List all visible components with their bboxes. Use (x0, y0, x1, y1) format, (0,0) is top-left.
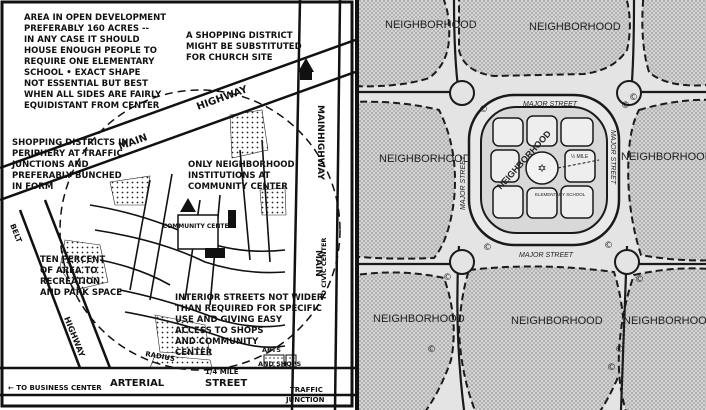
right-main-lower-label: MAIN (313, 250, 323, 277)
svg-text:©: © (629, 93, 638, 103)
svg-text:RECREATION: RECREATION (40, 277, 100, 287)
neighborhood-label-sw: NEIGHBORHOOD (373, 313, 465, 325)
neighborhood-label-se: NEIGHBORHOOD (623, 315, 706, 327)
svg-text:SHOPPING DISTRICTS IN: SHOPPING DISTRICTS IN (12, 138, 128, 148)
radius-circle (59, 89, 341, 371)
svg-text:THAN REQUIRED FOR SPECIFIC: THAN REQUIRED FOR SPECIFIC (175, 304, 322, 314)
street-label: STREET (205, 378, 247, 389)
apartments-block (263, 354, 297, 368)
neighborhood-label-w: NEIGHBORHOOD (379, 153, 471, 165)
neighborhood-label-s: NEIGHBORHOOD (511, 315, 603, 327)
svg-text:A SHOPPING DISTRICT: A SHOPPING DISTRICT (186, 31, 293, 41)
major-street-left-label: MAJOR STREET (460, 155, 467, 210)
map-divider (355, 0, 359, 410)
school-icon: ✡ (537, 162, 546, 175)
svg-text:TEN PERCENT: TEN PERCENT (40, 255, 105, 265)
note-shopping-periphery: SHOPPING DISTRICTS IN PERIPHERY AT TRAFF… (11, 138, 128, 192)
note-institutions: ONLY NEIGHBORHOOD INSTITUTIONS AT COMMUN… (188, 160, 295, 192)
note-interior-streets: INTERIOR STREETS NOT WIDER THAN REQUIRED… (175, 293, 324, 358)
neighborhood-blocks (359, 0, 706, 410)
svg-text:©: © (604, 241, 613, 251)
svg-text:WHEN ALL SIDES ARE FAIRLY: WHEN ALL SIDES ARE FAIRLY (24, 90, 162, 100)
svg-text:JUNCTION: JUNCTION (285, 396, 325, 404)
svg-text:©: © (427, 345, 436, 355)
svg-text:CENTER: CENTER (175, 348, 213, 358)
church-icon (298, 58, 314, 80)
svg-text:PERIPHERY AT TRAFFIC: PERIPHERY AT TRAFFIC (12, 149, 123, 159)
note-shopping-church: A SHOPPING DISTRICT MIGHT BE SUBSTITUTED… (186, 31, 302, 63)
svg-text:©: © (479, 105, 488, 115)
svg-text:REQUIRE ONE ELEMENTARY: REQUIRE ONE ELEMENTARY (24, 57, 155, 67)
svg-text:AND PARK SPACE: AND PARK SPACE (40, 288, 122, 298)
neighborhood-labels: NEIGHBORHOOD NEIGHBORHOOD NEIGHBORHOOD N… (373, 19, 706, 327)
neighborhood-label-nw: NEIGHBORHOOD (385, 19, 477, 31)
business-center-label: ← TO BUSINESS CENTER (8, 384, 102, 392)
svg-text:©: © (483, 243, 492, 253)
major-street-top-label: MAJOR STREET (523, 101, 578, 108)
park-areas (59, 109, 287, 369)
svg-text:NOT ESSENTIAL BUT BEST: NOT ESSENTIAL BUT BEST (24, 79, 148, 89)
main-highway (0, 38, 355, 202)
quarter-mile-label: 1/4 MILE (205, 368, 239, 376)
svg-text:FOR CHURCH SITE: FOR CHURCH SITE (186, 53, 273, 63)
svg-text:HOUSE ENOUGH PEOPLE TO: HOUSE ENOUGH PEOPLE TO (24, 46, 157, 56)
community-center-block: COMMUNITY CENTER (163, 198, 236, 258)
community-center-label: COMMUNITY CENTER (163, 223, 234, 230)
svg-text:INSTITUTIONS AT: INSTITUTIONS AT (188, 171, 270, 181)
svg-text:AREA IN OPEN DEVELOPMENT: AREA IN OPEN DEVELOPMENT (24, 13, 166, 23)
half-mile-label: ½ MILE (571, 153, 589, 160)
apts-label: APTS (262, 346, 281, 354)
right-highway-label: HIGHWAY (315, 132, 325, 180)
apts-shops-label: AND SHOPS (258, 360, 302, 368)
traffic-circles (449, 80, 642, 275)
left-neighborhood-plan: COMMUNITY CENTER AREA IN OPEN DEVELOPMEN… (0, 0, 355, 410)
note-recreation: TEN PERCENT OF AREA TO RECREATION AND PA… (40, 255, 122, 298)
svg-text:IN FORM: IN FORM (12, 182, 53, 192)
svg-text:JUNCTIONS AND: JUNCTIONS AND (11, 160, 89, 170)
svg-text:©: © (621, 101, 630, 111)
svg-text:©: © (635, 275, 644, 285)
major-street-bottom-label: MAJOR STREET (519, 252, 574, 259)
svg-text:USE AND GIVING EASY: USE AND GIVING EASY (175, 315, 283, 325)
svg-text:COMMUNITY CENTER: COMMUNITY CENTER (188, 182, 288, 192)
svg-text:OF AREA TO: OF AREA TO (40, 266, 97, 276)
traffic-junction-label: TRAFFIC JUNCTION (285, 386, 325, 404)
svg-text:PREFERABLY 160 ACRES --: PREFERABLY 160 ACRES -- (24, 24, 149, 34)
right-neighborhood-scheme: ✡ ©© ©© ©© ©© ©© (359, 0, 706, 410)
svg-text:AND COMMUNITY: AND COMMUNITY (175, 337, 259, 347)
svg-text:ACCESS TO SHOPS: ACCESS TO SHOPS (175, 326, 263, 336)
arterial-label: ARTERIAL (110, 378, 165, 389)
neighborhood-label-e: NEIGHBORHOOD (621, 151, 706, 163)
svg-text:TRAFFIC: TRAFFIC (290, 386, 323, 394)
elementary-school-label: ELEMENTARY SCHOOL (535, 192, 586, 197)
svg-text:MIGHT BE SUBSTITUTED: MIGHT BE SUBSTITUTED (186, 42, 302, 52)
right-main-label: MAIN (315, 105, 325, 132)
note-area: AREA IN OPEN DEVELOPMENT PREFERABLY 160 … (24, 13, 166, 111)
svg-text:©: © (607, 363, 616, 373)
neighborhood-label-n: NEIGHBORHOOD (529, 21, 621, 33)
svg-text:INTERIOR STREETS NOT WIDER: INTERIOR STREETS NOT WIDER (175, 293, 324, 303)
svg-text:©: © (615, 345, 624, 355)
center-neighborhood: ✡ (467, 93, 621, 247)
svg-text:PREFERABLY BUNCHED: PREFERABLY BUNCHED (12, 171, 122, 181)
major-street-right-label: MAJOR STREET (609, 130, 616, 185)
svg-text:IN ANY CASE IT SHOULD: IN ANY CASE IT SHOULD (24, 35, 140, 45)
svg-text:SCHOOL • EXACT SHAPE: SCHOOL • EXACT SHAPE (24, 68, 141, 78)
svg-text:©: © (443, 273, 452, 283)
right-highway (290, 0, 342, 410)
svg-text:ONLY NEIGHBORHOOD: ONLY NEIGHBORHOOD (188, 160, 295, 170)
civic-center-label: TO CIVIC CENTER (320, 238, 328, 300)
shop-markers: ©© ©© ©© ©© ©© (427, 93, 644, 373)
svg-text:EQUIDISTANT FROM CENTER: EQUIDISTANT FROM CENTER (24, 101, 160, 111)
